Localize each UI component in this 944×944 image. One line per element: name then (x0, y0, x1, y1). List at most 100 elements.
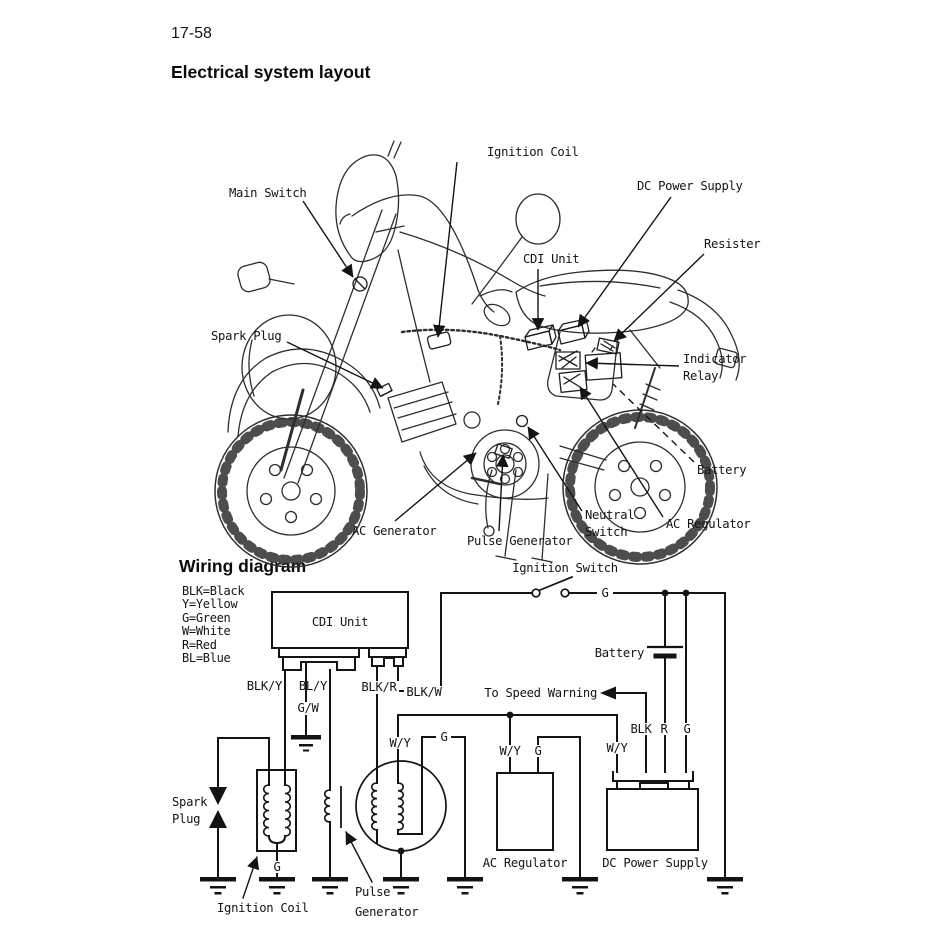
leader-ac-regulator (579, 386, 664, 518)
neutral-switch-component (515, 414, 529, 428)
wirelabel-bl-y: BL/Y (299, 679, 328, 693)
wirelabel-w-y-dc: W/Y (606, 741, 628, 755)
ignition-coil-box (256, 769, 297, 852)
wirelabel-r-dc: R (660, 722, 668, 736)
leader-dc-power-supply (577, 196, 672, 328)
wiring-harness (400, 328, 562, 352)
cdi-connector-right (368, 647, 407, 667)
wlabel-dc-power-supply: DC Power Supply (602, 856, 708, 870)
wlabel-to-speed-warning: To Speed Warning (484, 686, 597, 700)
wire-blk-w (397, 592, 442, 692)
ground-symbol (200, 877, 236, 895)
ground-symbol-gw (291, 735, 321, 752)
legend-item: BL=Blue (182, 651, 231, 666)
junction-dots (397, 589, 690, 855)
wirelabel-g-gen: G (440, 730, 447, 744)
plate-stalk (387, 140, 402, 159)
leader-pulse-generator (496, 454, 509, 532)
rear-fender (669, 289, 740, 381)
wirelabel-w-y-gen: W/Y (389, 736, 411, 750)
front-fender-inner (237, 362, 371, 437)
section-title-layout: Electrical system layout (171, 62, 371, 82)
label-dc-power-supply: DC Power Supply (637, 179, 743, 193)
wire-g-gen (397, 736, 466, 878)
wirelabel-g-coil: G (273, 860, 280, 874)
page-number: 17-58 (171, 25, 212, 42)
wlabel-ignition-switch: Ignition Switch (512, 561, 618, 575)
wlabel-cdi-unit: CDI Unit (312, 615, 368, 629)
wirelabel-g-dc: G (683, 722, 690, 736)
label-indicator: Indicator (683, 352, 746, 366)
ground-symbols (200, 735, 743, 895)
frame (397, 231, 661, 401)
ignition-coil-component (426, 331, 452, 350)
wire-spark (217, 737, 270, 788)
wire-color-legend: BLK=Black Y=Yellow G=Green W=White R=Red… (182, 584, 245, 666)
layout-labels: Ignition Coil Main Switch DC Power Suppl… (211, 145, 761, 548)
label-ac-regulator: AC Regulator (666, 517, 750, 531)
wlabel-generator: Generator (355, 905, 418, 919)
layout-leader-lines (286, 161, 705, 532)
label-main-switch: Main Switch (229, 186, 306, 200)
label-ignition-coil: Ignition Coil (487, 145, 579, 159)
main-switch-component (352, 276, 368, 292)
rear-wheel (562, 409, 718, 565)
exhaust-and-stand (419, 451, 553, 563)
label-switch: Switch (585, 525, 627, 539)
harness-branch (497, 335, 504, 405)
wirelabel-g-w: G/W (297, 701, 319, 715)
label-battery: Battery (697, 463, 746, 477)
handlebar (339, 194, 513, 327)
ground-symbol (259, 877, 295, 895)
wirelabel-g-rail: G (601, 586, 608, 600)
swingarm-shock (559, 367, 661, 471)
motorcycle-illustration (214, 140, 740, 568)
leader-main-switch (302, 200, 354, 278)
wlabel-battery: Battery (595, 646, 644, 660)
ac-regulator-component (558, 370, 588, 393)
front-fender (227, 348, 381, 433)
spark-gap-symbol (209, 787, 227, 828)
pulse-generator-symbol (323, 786, 342, 828)
leader-ignition-coil (433, 161, 458, 338)
turn-signal (237, 261, 271, 293)
dc-power-supply-box (606, 788, 699, 851)
label-pulse-generator: Pulse Generator (467, 534, 573, 548)
seat (515, 269, 689, 334)
wire-blk (615, 692, 647, 773)
cdi-connector-left (278, 647, 360, 671)
dc-connector (612, 771, 694, 790)
wirelabel-blk-y: BLK/Y (247, 679, 283, 693)
ground-symbol (383, 877, 419, 895)
legend-item: BLK=Black (182, 584, 245, 598)
engine (381, 381, 540, 499)
leader-neutral-switch (527, 426, 583, 512)
wlabel-pulse: Pulse (355, 885, 390, 899)
wiring-diagram (200, 575, 743, 899)
wlabel-ignition-coil: Ignition Coil (217, 901, 309, 915)
legend-item: W=White (182, 624, 231, 639)
wlabel-ac-regulator: AC Regulator (483, 856, 567, 870)
bike-components (352, 276, 623, 459)
leader-wiring-pulse-generator (345, 831, 373, 883)
mirror (471, 193, 561, 305)
signal-stub (268, 278, 295, 285)
wirelabel-blk-r: BLK/R (361, 680, 397, 694)
ignition-coil-windings (262, 784, 292, 845)
speed-warning-arrowhead (600, 686, 616, 700)
leader-resister (613, 253, 705, 342)
label-spark-plug: Spark Plug (211, 329, 281, 343)
leader-wiring-ignition-coil (242, 856, 260, 899)
headlight (241, 314, 337, 420)
legend-item: Y=Yellow (182, 597, 238, 612)
ground-symbol (562, 877, 598, 895)
indicator-relay-component (555, 350, 581, 370)
ground-symbol (447, 877, 483, 895)
wlabel-spark: Spark (172, 795, 208, 809)
leader-indicator-relay (585, 357, 680, 370)
seat-line (539, 280, 661, 289)
wire-label-backers (269, 587, 693, 873)
legend-item: G=Green (182, 610, 231, 625)
